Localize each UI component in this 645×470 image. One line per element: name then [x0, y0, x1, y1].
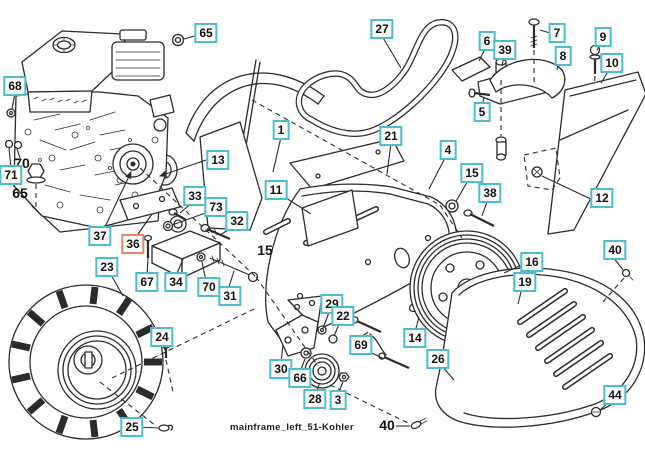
wheel-hardware: [162, 343, 174, 393]
side-panel: [547, 71, 645, 235]
belt-guard-assembly: [451, 18, 645, 235]
cover-vents: [517, 288, 613, 390]
engine: [13, 29, 175, 233]
belt-cover: [434, 267, 645, 428]
wheel-tire: [8, 284, 257, 440]
mount-bracket: [119, 187, 181, 221]
baffle-plate: [301, 189, 359, 247]
idler-bracket-cluster: [275, 295, 453, 389]
diagram-caption: mainframe_left_51-Kohler: [230, 422, 354, 433]
axis-lines: [139, 99, 463, 367]
belt-keeper: [489, 58, 566, 99]
left-fasteners: [4, 33, 185, 208]
drive-belt: [295, 19, 459, 137]
bottom-screw: [329, 384, 428, 430]
engine-grille: [111, 41, 165, 81]
